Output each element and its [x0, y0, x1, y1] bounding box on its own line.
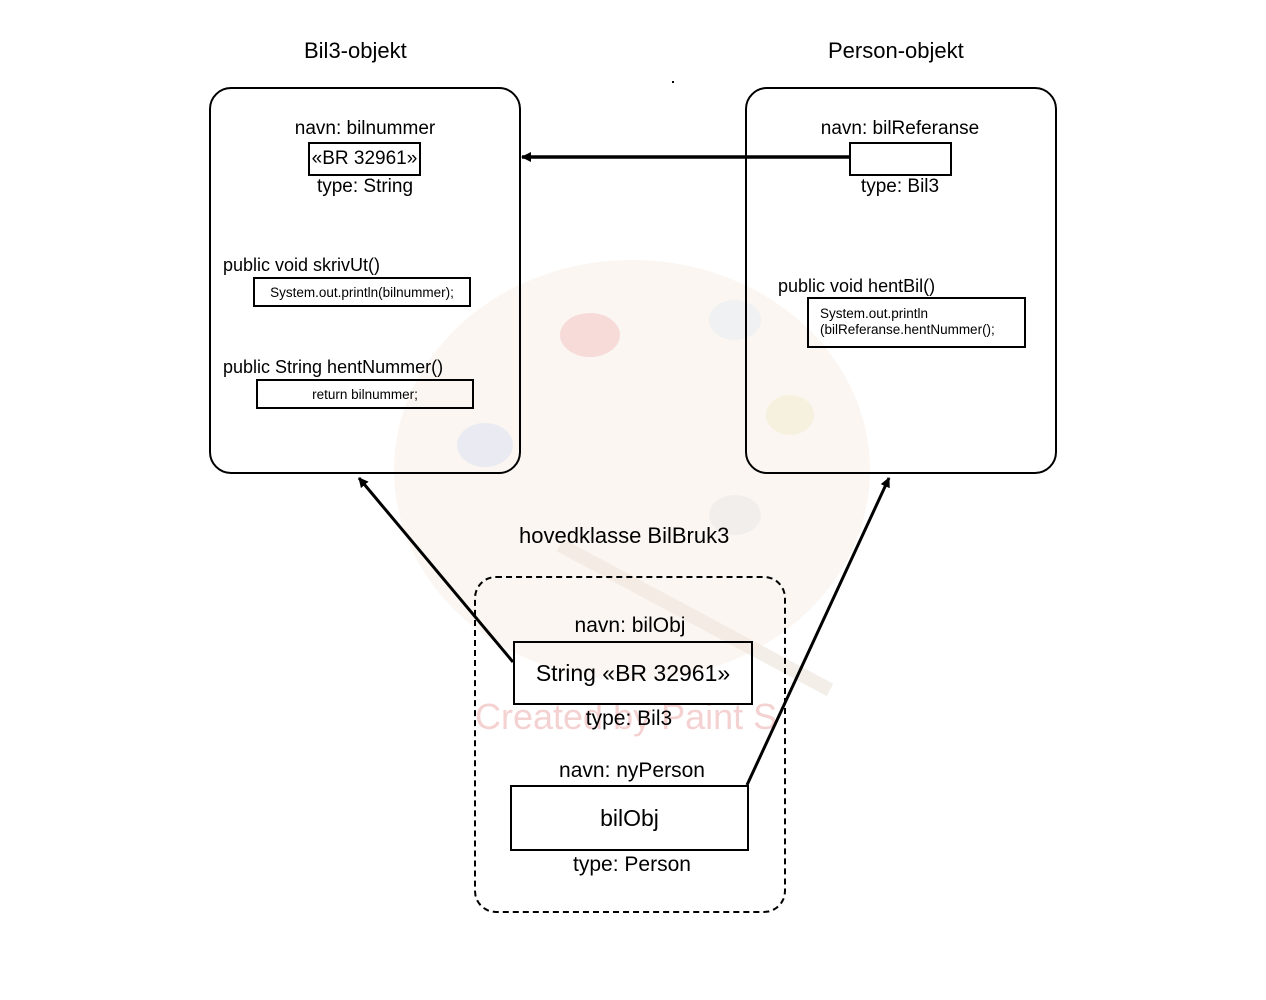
- person-field-value: [849, 142, 952, 176]
- watermark-text: Created by Paint S: [475, 696, 778, 737]
- main-class-title: hovedklasse BilBruk3: [519, 523, 730, 548]
- bil3-object-title: Bil3-objekt: [304, 38, 407, 63]
- bil3-method-skrivut-body: System.out.println(bilnummer);: [253, 277, 471, 307]
- bil3-field-value: «BR 32961»: [308, 142, 421, 176]
- main-var-bilobj-type: type: Bil3: [585, 707, 673, 730]
- bil3-object-box: [209, 87, 521, 474]
- person-method-hentbil-body: System.out.println (bilReferanse.hentNum…: [807, 297, 1026, 348]
- bil3-field-name: navn: bilnummer: [294, 118, 436, 139]
- main-var-nyperson-value: bilObj: [510, 785, 749, 851]
- person-object-box: [745, 87, 1057, 474]
- main-var-nyperson-name: navn: nyPerson: [559, 759, 705, 782]
- stray-dot: [672, 81, 674, 83]
- bil3-field-type: type: String: [316, 176, 414, 197]
- main-var-nyperson-type: type: Person: [573, 853, 691, 876]
- arrow-bilobj-to-bil3: [357, 477, 515, 663]
- person-method-body-line1: System.out.println: [820, 306, 929, 321]
- person-field-name: navn: bilReferanse: [820, 118, 980, 139]
- main-class-box: [474, 576, 786, 913]
- person-field-type: type: Bil3: [860, 176, 940, 197]
- main-var-bilobj-name: navn: bilObj: [574, 614, 686, 637]
- arrow-nyperson-to-person: [745, 477, 891, 786]
- main-var-bilobj-value: String «BR 32961»: [513, 641, 753, 705]
- person-method-hentbil-signature: public void hentBil(): [778, 276, 936, 296]
- bil3-method-skrivut-signature: public void skrivUt(): [223, 255, 381, 275]
- bil3-method-hentnummer-body: return bilnummer;: [256, 379, 474, 409]
- person-object-title: Person-objekt: [828, 38, 964, 63]
- person-method-body-line2: (bilReferanse.hentNummer();: [820, 322, 995, 337]
- bil3-method-hentnummer-signature: public String hentNummer(): [223, 357, 444, 377]
